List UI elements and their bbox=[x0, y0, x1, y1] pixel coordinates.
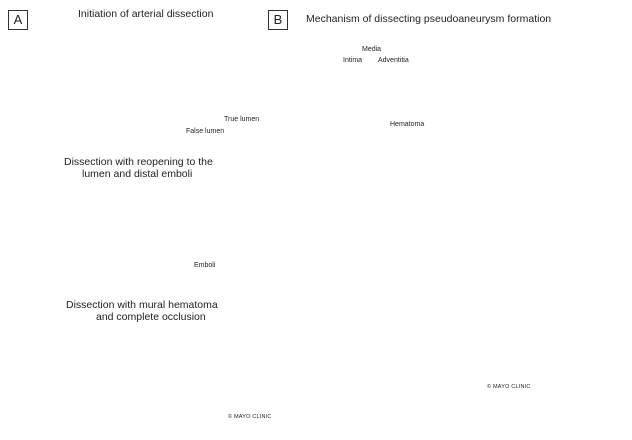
occluding-hematoma bbox=[120, 347, 230, 394]
flow-arrow bbox=[92, 227, 123, 248]
label-adventitia: Adventitia bbox=[378, 57, 409, 64]
vessel-reopening bbox=[11, 178, 290, 285]
flow-arrow bbox=[7, 385, 113, 412]
hematoma-top bbox=[365, 120, 385, 172]
title-initiation: Initiation of arterial dissection bbox=[78, 8, 214, 20]
credit-b: © MAYO CLINIC bbox=[487, 384, 531, 390]
flow-arrow bbox=[189, 197, 275, 218]
label-false-lumen: False lumen bbox=[186, 128, 225, 135]
cross-section-inset-top bbox=[399, 101, 527, 191]
panel-a-letter: A bbox=[8, 10, 28, 30]
false-lumen-flap bbox=[150, 92, 225, 106]
flow-arrow bbox=[11, 73, 98, 94]
intramural-clot bbox=[120, 214, 185, 249]
title-reopening-line1: Dissection with reopening to the bbox=[64, 156, 213, 168]
title-mechanism: Mechanism of dissecting pseudoaneurysm f… bbox=[306, 13, 552, 25]
title-mural-line2: and complete occlusion bbox=[96, 311, 206, 323]
vessel-pseudoaneurysm-bottom bbox=[289, 260, 401, 422]
title-mural-line1: Dissection with mural hematoma bbox=[66, 299, 218, 311]
credit-a: © MAYO CLINIC bbox=[228, 414, 272, 420]
label-media: Media bbox=[362, 46, 382, 53]
title-reopening-line2: lumen and distal emboli bbox=[82, 168, 193, 180]
flow-arrow bbox=[11, 243, 113, 267]
cross-section-inset-bottom bbox=[399, 285, 527, 375]
label-hematoma: Hematoma bbox=[390, 121, 425, 128]
flow-arrow bbox=[69, 92, 151, 111]
flow-arrow bbox=[86, 365, 119, 388]
vessel-pseudoaneurysm-top bbox=[287, 53, 401, 247]
cross-section-plane bbox=[289, 319, 401, 341]
flow-arrow bbox=[184, 50, 279, 68]
label-intima: Intima bbox=[343, 57, 363, 64]
label-emboli: Emboli bbox=[194, 262, 216, 269]
panel-b-letter: B bbox=[268, 10, 288, 30]
label-true-lumen: True lumen bbox=[224, 116, 260, 123]
cross-section-plane bbox=[287, 139, 401, 161]
